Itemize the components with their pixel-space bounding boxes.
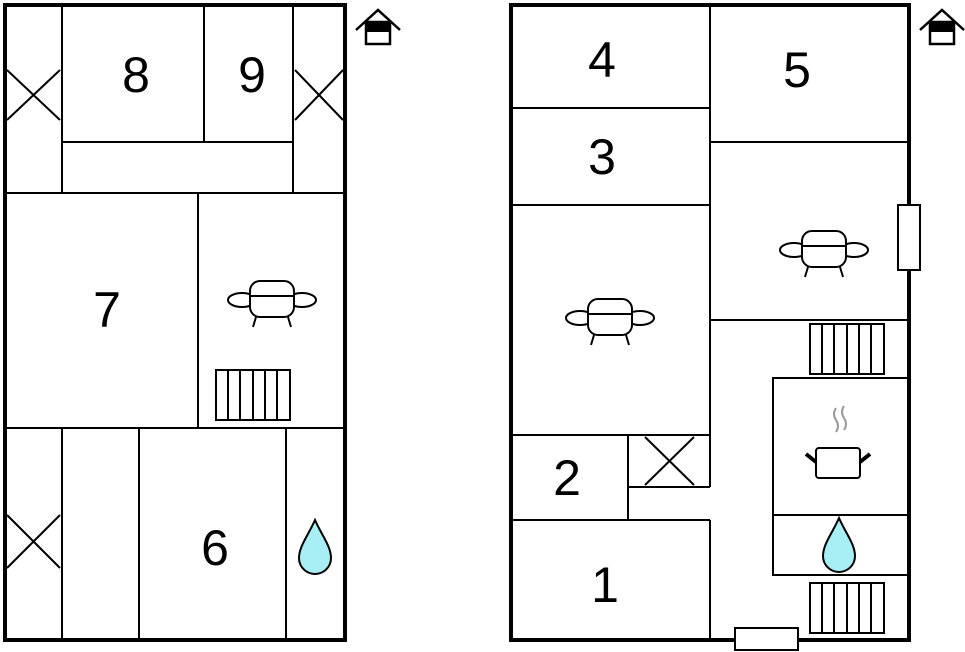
void-cross-icon xyxy=(644,436,695,486)
void-cross-icon xyxy=(6,514,61,569)
window-icon xyxy=(734,627,799,651)
cooking-pot-icon xyxy=(804,405,872,479)
room-label-4: 4 xyxy=(588,32,616,88)
sofa-icon xyxy=(779,230,869,278)
room-label-1: 1 xyxy=(591,557,619,613)
ground-floor-plan: 4 5 3 2 1 xyxy=(509,3,965,651)
room-label-7: 7 xyxy=(93,282,121,338)
radiator-icon xyxy=(215,369,291,421)
water-drop-icon xyxy=(822,517,856,573)
window-icon xyxy=(897,204,921,271)
sofa-icon xyxy=(565,298,655,346)
interior-walls xyxy=(511,5,910,640)
room-label-5: 5 xyxy=(783,42,811,98)
upper-floor-plan: 8 9 7 6 xyxy=(3,3,402,642)
room-label-2: 2 xyxy=(553,450,581,506)
room-label-9: 9 xyxy=(238,47,266,103)
void-cross-icon xyxy=(6,69,61,121)
room-label-3: 3 xyxy=(588,129,616,185)
radiator-icon xyxy=(809,323,885,375)
room-label-8: 8 xyxy=(122,47,150,103)
interior-walls xyxy=(5,5,345,640)
radiator-icon xyxy=(809,582,885,634)
house-icon xyxy=(918,8,965,46)
house-icon xyxy=(354,8,402,46)
sofa-icon xyxy=(227,280,317,328)
void-cross-icon xyxy=(294,69,344,121)
room-label-6: 6 xyxy=(201,520,229,576)
water-drop-icon xyxy=(298,519,332,575)
outer-wall xyxy=(3,3,347,642)
